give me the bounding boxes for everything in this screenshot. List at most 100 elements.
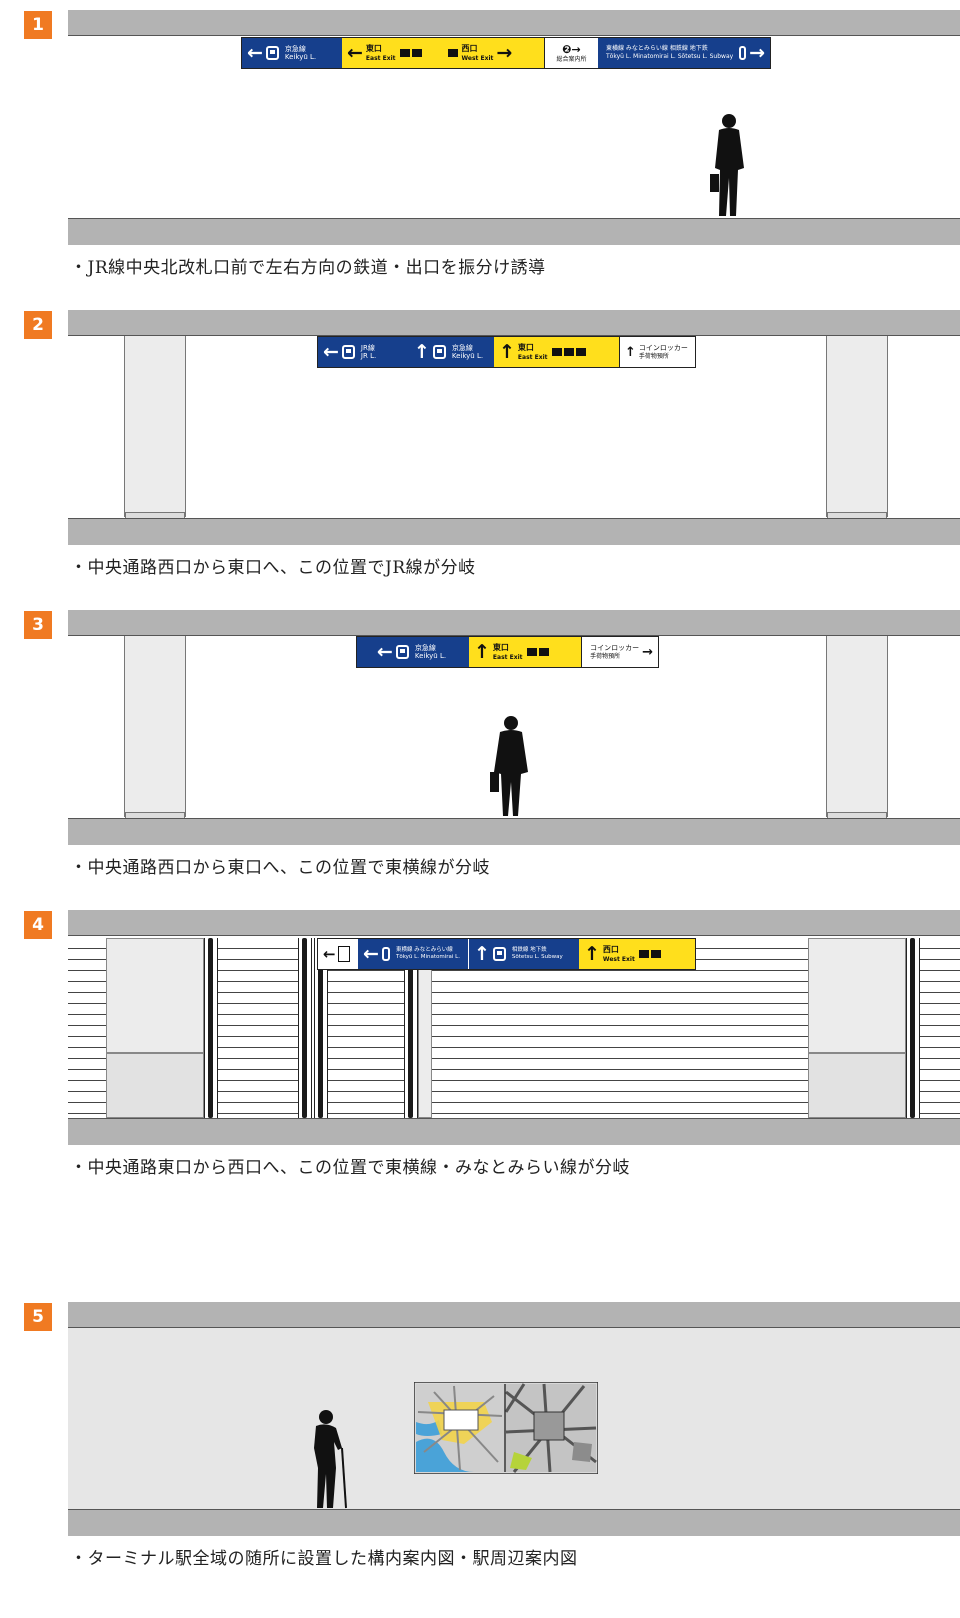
arrow-up-icon: ↑	[474, 640, 490, 663]
ceiling-3	[68, 610, 960, 636]
sign-label: コインロッカー手荷物預所	[590, 643, 640, 660]
restroom-icon	[337, 946, 350, 962]
train-icon	[492, 947, 506, 961]
building-icon	[575, 348, 586, 356]
taxi-icon	[411, 49, 422, 57]
bus-icon	[399, 49, 410, 57]
wall-panel	[106, 1053, 204, 1118]
sign-label: 総合案内所	[556, 55, 587, 63]
section-number-2: 2	[24, 311, 52, 339]
person-with-cane-silhouette	[314, 1410, 347, 1509]
arrow-up-icon: ↑	[413, 340, 430, 363]
train-icon	[341, 345, 355, 359]
sign-label: コインロッカー手荷物預所	[638, 343, 688, 360]
caption-4: ・中央通路東口から西口へ、この位置で東横線・みなとみらい線が分岐	[70, 1158, 630, 1178]
arrow-right-icon: →	[496, 41, 513, 64]
section-number-1: 1	[24, 11, 52, 39]
section-number-5: 5	[24, 1303, 52, 1331]
train-icon	[395, 645, 409, 659]
person-silhouette-1	[710, 114, 744, 216]
ceiling-1	[68, 10, 960, 36]
arrow-right-icon: →	[749, 41, 765, 64]
wall-panel	[808, 1053, 906, 1118]
section-number-4: 4	[24, 911, 52, 939]
shutter-left	[68, 938, 106, 1118]
shutter	[218, 938, 298, 1118]
arrow-up-icon: ↑	[584, 942, 600, 965]
caption-1: ・JR線中央北改札口前で左右方向の鉄道・出口を振分け誘導	[70, 258, 546, 278]
wall-panel	[106, 938, 204, 1053]
pillar	[124, 336, 186, 517]
arrow-left-icon: ←	[363, 942, 379, 965]
arrow-up-icon: ↑	[474, 942, 490, 965]
caption-2: ・中央通路西口から東口へ、この位置でJR線が分岐	[70, 558, 476, 578]
person-silhouette-3	[490, 716, 528, 816]
shutter-rail	[298, 938, 312, 1118]
taxi-icon	[563, 348, 574, 356]
wall-panel	[808, 938, 906, 1053]
arrow-left-icon: ←	[323, 340, 339, 363]
taxi-icon	[538, 648, 549, 656]
train-icon	[432, 345, 446, 359]
arrow-up-icon: ↑	[499, 340, 515, 363]
shutter-right	[920, 938, 960, 1118]
sign3-locker: コインロッカー手荷物預所 →	[581, 637, 658, 667]
arrow-left-icon: ←	[323, 944, 336, 963]
pillar	[826, 336, 888, 517]
pillar	[124, 636, 186, 817]
caption-3: ・中央通路西口から東口へ、この位置で東横線が分岐	[70, 858, 490, 878]
bus-icon	[638, 950, 649, 958]
train-icon	[265, 46, 279, 60]
bus-icon	[447, 49, 458, 57]
floor-5	[68, 1509, 960, 1536]
ceiling-5	[68, 1302, 960, 1328]
pillar	[826, 636, 888, 817]
arrow-left-icon: ←	[347, 41, 363, 64]
taxi-icon	[650, 950, 661, 958]
bus-icon	[526, 648, 537, 656]
caption-5: ・ターミナル駅全域の随所に設置した構内案内図・駅周辺案内図	[70, 1549, 578, 1569]
floor-3	[68, 818, 960, 845]
section-number-3: 3	[24, 611, 52, 639]
sign1-info: ❷→ 総合案内所	[544, 38, 598, 68]
info-icon: ❷→	[562, 42, 581, 56]
shutter-rail	[404, 938, 418, 1118]
train-icon	[381, 947, 390, 961]
arrow-left-icon: ←	[247, 41, 263, 64]
arrow-left-icon: ←	[376, 640, 393, 663]
sign4-toilet: ←	[318, 939, 358, 969]
floor-1	[68, 218, 960, 245]
floor-2	[68, 518, 960, 545]
ceiling-4	[68, 910, 960, 936]
bus-icon	[551, 348, 562, 356]
ceiling-2	[68, 310, 960, 336]
train-icon	[739, 46, 747, 60]
